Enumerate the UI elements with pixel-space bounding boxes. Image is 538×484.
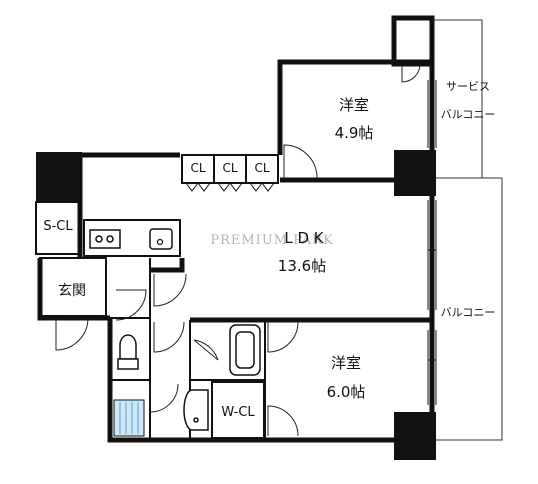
entrance-label: 玄関 bbox=[58, 282, 86, 299]
w-cl-label: W-CL bbox=[221, 405, 255, 420]
w-cl-box bbox=[211, 381, 265, 439]
balcony-label: バルコニー bbox=[441, 306, 496, 319]
windows bbox=[427, 80, 437, 405]
stove-icon bbox=[89, 229, 121, 249]
entrance-area bbox=[39, 257, 107, 351]
room-top-size: 4.9帖 bbox=[335, 124, 374, 142]
room-ldk-name: L D K bbox=[284, 229, 324, 247]
room-top-name: 洋室 bbox=[339, 96, 369, 114]
sink-icon bbox=[149, 228, 173, 250]
toilet-icon bbox=[119, 334, 137, 360]
top-storage-box bbox=[391, 15, 435, 83]
s-cl-label: S-CL bbox=[43, 219, 73, 234]
closet-label-1: CL bbox=[190, 161, 205, 175]
watermark-text: PREMIUM PARK bbox=[210, 233, 333, 248]
column-mid-right bbox=[394, 150, 436, 196]
s-cl-closet bbox=[35, 201, 81, 255]
columns bbox=[36, 150, 436, 460]
closet-label-3: CL bbox=[254, 161, 269, 175]
door-swings bbox=[115, 273, 299, 437]
room-ldk-size: 13.6帖 bbox=[278, 257, 326, 275]
washbasin-icon bbox=[183, 389, 209, 431]
service-balcony-label-1: サービス bbox=[446, 80, 490, 93]
room-bottom-size: 6.0帖 bbox=[327, 383, 366, 401]
kitchen-counter bbox=[83, 219, 181, 257]
washer-area bbox=[113, 399, 145, 437]
service-balcony-label-2: バルコニー bbox=[441, 108, 496, 121]
service-balcony-outline bbox=[431, 19, 483, 179]
column-left bbox=[36, 152, 82, 202]
closet-label-2: CL bbox=[222, 161, 237, 175]
closets-row bbox=[181, 154, 279, 192]
bathroom-fixtures bbox=[117, 324, 261, 431]
column-bottom-right bbox=[394, 412, 436, 460]
room-bottom-name: 洋室 bbox=[331, 354, 361, 372]
door-top-room bbox=[283, 144, 318, 179]
